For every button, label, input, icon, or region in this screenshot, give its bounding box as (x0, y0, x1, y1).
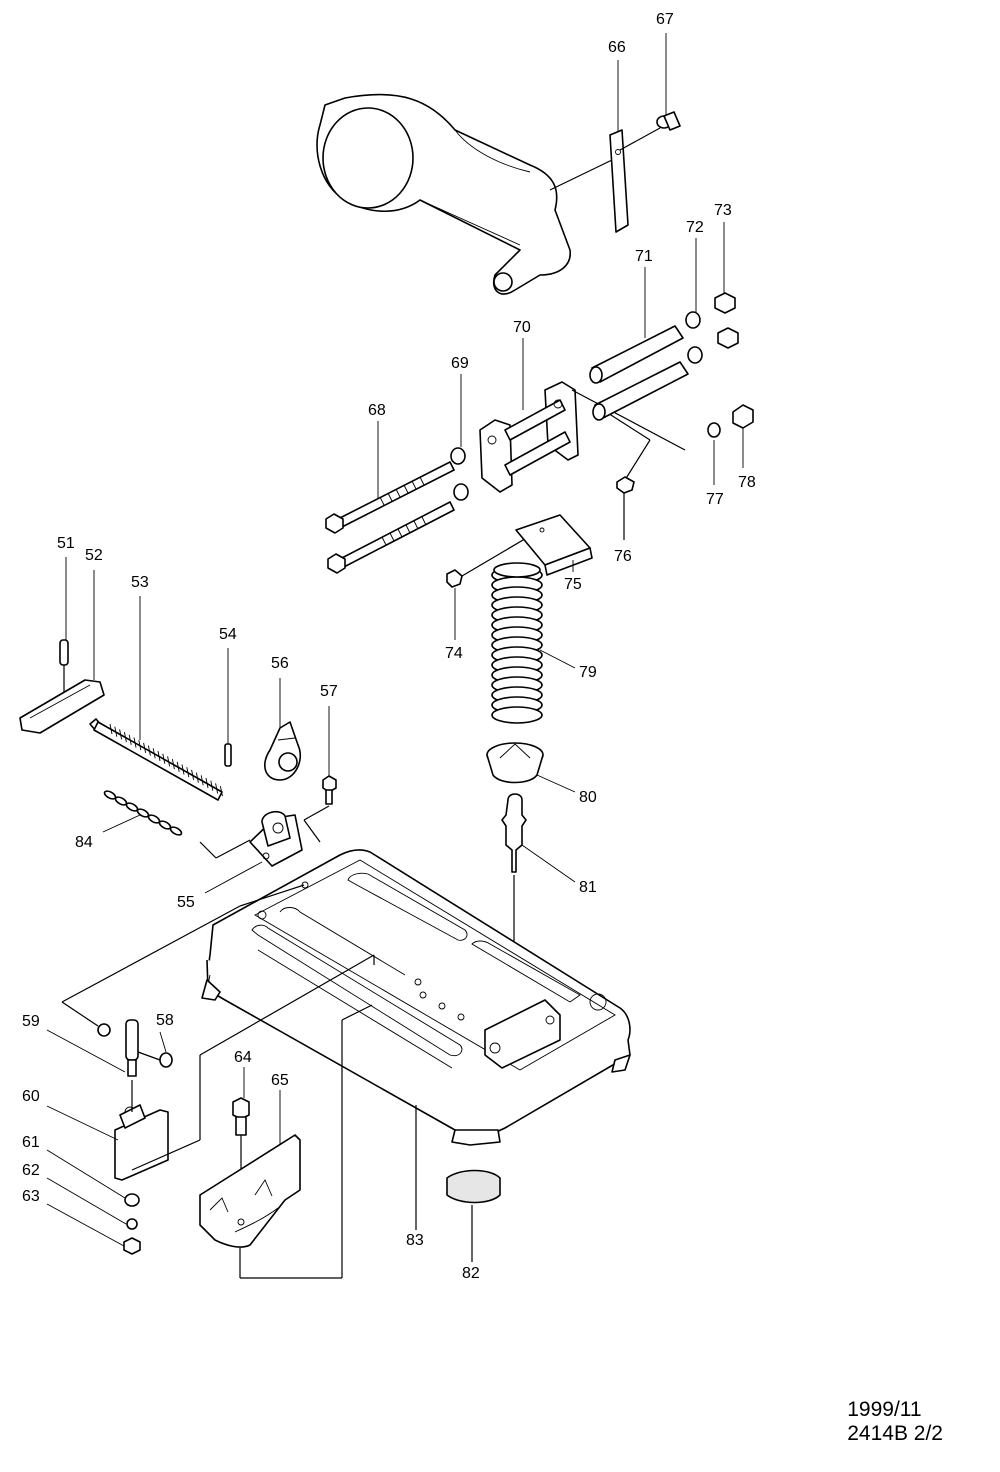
part-77-washer (707, 422, 721, 438)
part-65-miter-guide (199, 954, 375, 1279)
part-66-plate (609, 127, 661, 233)
label-51: 51 (57, 535, 75, 552)
part-67-screw (656, 111, 681, 131)
label-56: 56 (271, 655, 289, 672)
label-62: 62 (22, 1162, 40, 1179)
part-84-chain (103, 790, 183, 836)
part-73-nuts (714, 292, 739, 349)
label-53: 53 (131, 574, 149, 591)
part-71-spacers (589, 325, 689, 421)
part-54-pin (224, 743, 232, 767)
label-64: 64 (234, 1049, 252, 1066)
label-52: 52 (85, 547, 103, 564)
label-60: 60 (22, 1088, 40, 1105)
part-79-spring (491, 562, 543, 724)
label-69: 69 (451, 355, 469, 372)
blade-guard (316, 93, 613, 295)
label-74: 74 (445, 645, 463, 662)
part-59-bolt (61, 884, 305, 1077)
part-55-vise-nut-holder (199, 810, 303, 867)
label-61: 61 (22, 1134, 40, 1151)
label-58: 58 (156, 1012, 174, 1029)
part-82-rubber-foot (446, 1169, 501, 1262)
label-73: 73 (714, 202, 732, 219)
label-82: 82 (462, 1265, 480, 1282)
part-72-washers (685, 311, 703, 364)
footer-model-page: 2414B 2/2 (847, 1422, 943, 1445)
part-62-washer (126, 1218, 138, 1230)
part-83-base (201, 849, 631, 1230)
label-80: 80 (579, 789, 597, 806)
label-84: 84 (75, 834, 93, 851)
part-76-screw (616, 476, 635, 540)
label-83: 83 (406, 1232, 424, 1249)
label-78: 78 (738, 474, 756, 491)
part-52-vise-plate (19, 679, 105, 734)
label-79: 79 (579, 664, 597, 681)
label-72: 72 (686, 219, 704, 236)
label-70: 70 (513, 319, 531, 336)
part-80-cap (486, 742, 544, 784)
part-58-nut (137, 1051, 173, 1068)
part-69-washers (450, 447, 469, 501)
footer-date: 1999/11 (847, 1398, 922, 1421)
part-75-bracket (515, 514, 593, 576)
label-66: 66 (608, 39, 626, 56)
label-67: 67 (656, 11, 674, 28)
part-57-screw (303, 775, 337, 843)
part-number-labels: 51 52 53 54 55 56 57 58 59 60 61 62 63 6… (22, 11, 756, 1282)
part-53-vise-shaft (89, 718, 223, 801)
label-75: 75 (564, 576, 582, 593)
part-56-quick-nut (264, 721, 302, 781)
part-68-bolts (325, 461, 455, 574)
footer-info: 1999/11 2414B 2/2 (847, 1398, 943, 1446)
label-65: 65 (271, 1072, 289, 1089)
label-71: 71 (635, 248, 653, 265)
label-55: 55 (177, 894, 195, 911)
part-78-nut (732, 404, 754, 429)
label-76: 76 (614, 548, 632, 565)
part-63-nut (123, 1237, 141, 1255)
label-77: 77 (706, 491, 724, 508)
label-54: 54 (219, 626, 237, 643)
label-68: 68 (368, 402, 386, 419)
leader-lines (46, 33, 744, 1247)
label-57: 57 (320, 683, 338, 700)
part-61-washer (124, 1193, 140, 1207)
label-59: 59 (22, 1013, 40, 1030)
part-70-hinge-bracket (479, 381, 686, 493)
part-60-fence-plate (114, 1080, 201, 1181)
label-81: 81 (579, 879, 597, 896)
label-63: 63 (22, 1188, 40, 1205)
